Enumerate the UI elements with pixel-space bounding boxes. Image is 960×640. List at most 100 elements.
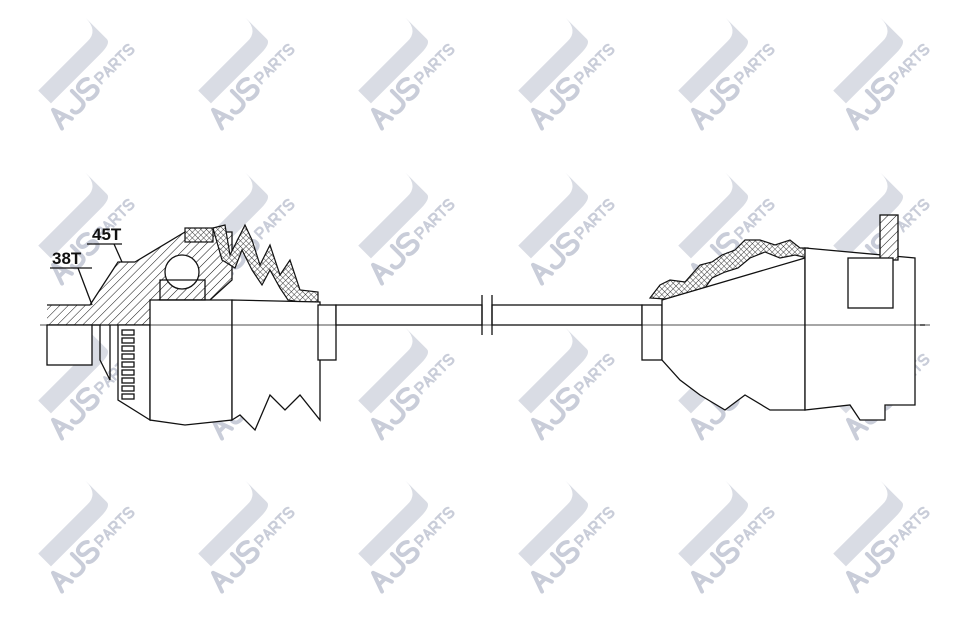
watermark-letter xyxy=(898,529,910,541)
watermark-logo-shape xyxy=(678,480,749,567)
watermark-letter xyxy=(274,204,287,217)
watermark-letter xyxy=(917,43,930,56)
watermark-letter xyxy=(282,198,295,211)
watermark-letter xyxy=(274,49,287,62)
watermark-letter xyxy=(846,417,869,441)
watermark-letter xyxy=(253,226,264,240)
watermark-letter xyxy=(389,243,406,270)
ajs-parts-watermark xyxy=(198,17,295,131)
watermark-logo-shape xyxy=(358,327,429,414)
abs-ring-teeth xyxy=(121,329,135,400)
watermark-letter xyxy=(888,71,899,85)
joint-cage xyxy=(159,279,206,301)
watermark-sub xyxy=(413,43,455,85)
watermark-logo-shape xyxy=(518,172,589,259)
watermark-letter xyxy=(413,71,424,85)
watermark-letter xyxy=(103,66,115,78)
watermark-letter xyxy=(864,551,881,578)
watermark-brand xyxy=(371,77,420,131)
watermark-letter xyxy=(263,66,275,78)
watermark-letter xyxy=(902,520,917,534)
watermark-letter xyxy=(898,221,910,233)
watermark-letter xyxy=(75,387,100,412)
boot-collar-right xyxy=(641,304,663,361)
abs-tooth xyxy=(121,353,135,360)
abs-tooth xyxy=(121,337,135,344)
watermark-sub xyxy=(93,43,135,85)
watermark-letter xyxy=(743,221,755,233)
ajs-parts-watermark xyxy=(833,480,930,594)
watermark-letter xyxy=(531,570,554,594)
watermark-letter xyxy=(371,570,394,594)
shaft-drawing: 38T 45T xyxy=(40,214,930,432)
watermark-letter xyxy=(442,43,455,56)
watermark-brand xyxy=(846,540,895,594)
watermark-brand xyxy=(371,540,420,594)
watermark-letter xyxy=(870,77,895,102)
ajs-parts-watermark xyxy=(518,172,615,286)
watermark-logo-shape xyxy=(678,172,749,259)
watermark-letter xyxy=(423,66,435,78)
abs-tooth xyxy=(121,345,135,352)
outer-joint-body xyxy=(149,299,233,426)
watermark-letter xyxy=(423,221,435,233)
watermark-letter xyxy=(395,540,420,565)
watermark-logo-shape xyxy=(358,172,429,259)
watermark-letter xyxy=(122,43,135,56)
watermark-letter xyxy=(691,107,714,131)
watermark-letter xyxy=(531,262,554,286)
watermark-letter xyxy=(51,107,74,131)
watermark-logo-shape xyxy=(358,17,429,104)
watermark-letter xyxy=(743,66,755,78)
watermark-letter xyxy=(114,49,127,62)
watermark-letter xyxy=(427,367,442,381)
watermark-sub xyxy=(413,198,455,240)
watermark-letter xyxy=(114,512,127,525)
watermark-letter xyxy=(902,57,917,71)
label-38t: 38T xyxy=(52,249,82,268)
watermark-letter xyxy=(253,71,264,85)
watermark-letter xyxy=(555,77,580,102)
watermark-letter xyxy=(715,540,740,565)
watermark-logo-shape xyxy=(518,17,589,104)
watermark-brand xyxy=(371,387,420,441)
boot-clamp-outer xyxy=(184,227,214,243)
watermark-brand xyxy=(691,77,740,131)
ajs-parts-watermark xyxy=(833,17,930,131)
watermark-sub xyxy=(573,506,615,548)
watermark-letter xyxy=(103,529,115,541)
watermark-letter xyxy=(555,540,580,565)
watermark-logo-shape xyxy=(38,480,109,567)
watermark-letter xyxy=(917,506,930,519)
watermark-logo-shape xyxy=(518,327,589,414)
watermark-letter xyxy=(555,232,580,257)
watermark-letter xyxy=(846,570,869,594)
ajs-parts-watermark xyxy=(358,172,455,286)
watermark-letter xyxy=(909,49,922,62)
watermark-letter xyxy=(253,534,264,548)
watermark-letter xyxy=(413,226,424,240)
watermark-letter xyxy=(594,49,607,62)
watermark-letter xyxy=(75,77,100,102)
outer-boot-lower xyxy=(231,299,321,432)
watermark-letter xyxy=(235,540,260,565)
watermark-letter xyxy=(235,77,260,102)
inner-flange-section xyxy=(879,214,899,261)
watermark-letter xyxy=(395,77,420,102)
watermark-letter xyxy=(549,88,566,115)
abs-tooth xyxy=(121,385,135,392)
watermark-letter xyxy=(413,381,424,395)
watermark-letter xyxy=(371,107,394,131)
ajs-parts-watermark xyxy=(358,480,455,594)
watermark-letter xyxy=(909,512,922,525)
ajs-parts-watermark xyxy=(38,172,135,286)
abs-tooth xyxy=(121,369,135,376)
abs-tooth xyxy=(121,393,135,400)
watermark-letter xyxy=(743,529,755,541)
watermark-letter xyxy=(531,107,554,131)
watermark-brand xyxy=(531,540,580,594)
watermark-letter xyxy=(747,212,762,226)
watermark-letter xyxy=(762,198,775,211)
watermark-letter xyxy=(573,226,584,240)
